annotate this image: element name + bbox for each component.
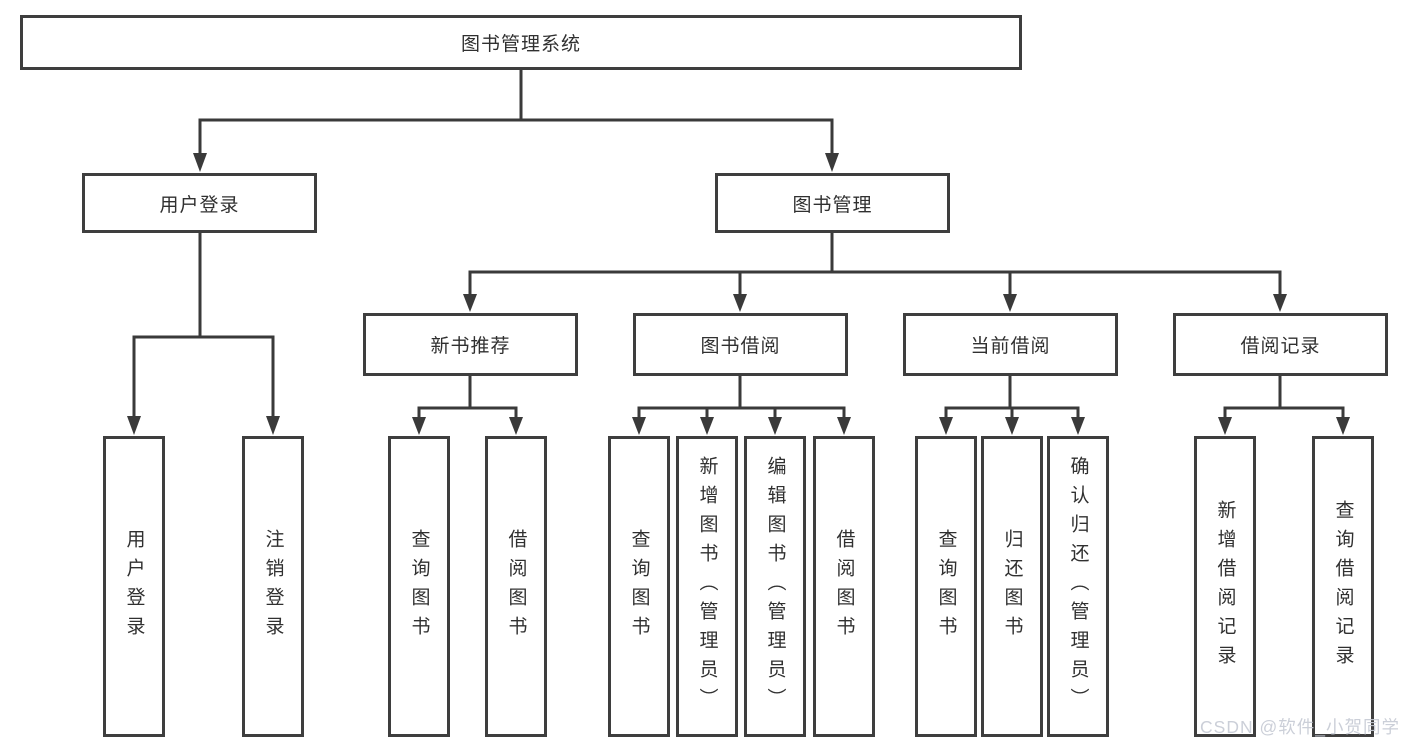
node-library-management-system: 图书管理系统 xyxy=(20,15,1022,70)
node-label: 借阅记录 xyxy=(1240,336,1321,357)
arrowhead-icon xyxy=(266,416,280,435)
leaf-label: 查询图书 xyxy=(935,528,957,645)
node-book-borrowing: 图书借阅 xyxy=(633,313,848,376)
arrowhead-icon xyxy=(127,416,141,435)
leaf-return-books: 归还图书 xyxy=(981,436,1043,737)
arrowhead-icon xyxy=(1003,294,1017,312)
leaf-label: 编辑图书（管理员） xyxy=(764,456,786,717)
arrowhead-icon xyxy=(1071,417,1085,435)
edges-new-book-recommend xyxy=(412,374,523,435)
node-label: 当前借阅 xyxy=(970,336,1051,357)
edges-current-borrowing xyxy=(939,374,1085,435)
edges-borrowing-records xyxy=(1218,374,1350,435)
leaf-label: 查询图书 xyxy=(408,528,430,645)
arrowhead-icon xyxy=(509,417,523,435)
leaf-borrow-books-borrowing: 借阅图书 xyxy=(813,436,875,737)
leaf-query-borrow-record: 查询借阅记录 xyxy=(1312,436,1374,737)
leaf-query-books-borrowing: 查询图书 xyxy=(608,436,670,737)
leaf-add-books-admin: 新增图书（管理员） xyxy=(676,436,738,737)
leaf-user-login: 用户登录 xyxy=(103,436,165,737)
arrowhead-icon xyxy=(700,417,714,435)
leaf-label: 注销登录 xyxy=(262,528,284,645)
leaf-edit-books-admin: 编辑图书（管理员） xyxy=(744,436,806,737)
leaf-label: 确认归还（管理员） xyxy=(1067,456,1089,717)
arrowhead-icon xyxy=(412,417,426,435)
arrowhead-icon xyxy=(825,153,839,172)
leaf-label: 新增借阅记录 xyxy=(1214,499,1236,674)
edges-book-borrowing xyxy=(632,374,851,435)
node-label: 图书借阅 xyxy=(700,336,781,357)
leaf-label: 借阅图书 xyxy=(833,528,855,645)
leaf-label: 新增图书（管理员） xyxy=(696,456,718,717)
arrowhead-icon xyxy=(463,294,477,312)
node-label: 图书管理 xyxy=(792,194,873,216)
arrowhead-icon xyxy=(1005,417,1019,435)
arrowhead-icon xyxy=(837,417,851,435)
arrowhead-icon xyxy=(193,153,207,172)
leaf-label: 查询借阅记录 xyxy=(1332,499,1354,674)
leaf-label: 借阅图书 xyxy=(505,528,527,645)
leaf-query-books-current: 查询图书 xyxy=(915,436,977,737)
node-current-borrowing: 当前借阅 xyxy=(903,313,1118,376)
leaf-label: 归还图书 xyxy=(1001,528,1023,645)
edges-user-login xyxy=(127,231,280,435)
leaf-confirm-return-admin: 确认归还（管理员） xyxy=(1047,436,1109,737)
edges-book-management xyxy=(463,231,1287,312)
leaf-label: 用户登录 xyxy=(123,528,145,645)
node-new-book-recommend: 新书推荐 xyxy=(363,313,578,376)
node-label: 图书管理系统 xyxy=(460,34,581,55)
leaf-borrow-books-recommend: 借阅图书 xyxy=(485,436,547,737)
edges-root xyxy=(193,68,839,172)
leaf-add-borrow-record: 新增借阅记录 xyxy=(1194,436,1256,737)
arrowhead-icon xyxy=(733,294,747,312)
leaf-logout: 注销登录 xyxy=(242,436,304,737)
arrowhead-icon xyxy=(1273,294,1287,312)
leaf-query-books-recommend: 查询图书 xyxy=(388,436,450,737)
node-borrowing-records: 借阅记录 xyxy=(1173,313,1388,376)
node-label: 新书推荐 xyxy=(430,336,511,357)
arrowhead-icon xyxy=(768,417,782,435)
arrowhead-icon xyxy=(632,417,646,435)
node-label: 用户登录 xyxy=(159,194,240,216)
arrowhead-icon xyxy=(1336,417,1350,435)
arrowhead-icon xyxy=(1218,417,1232,435)
node-book-management: 图书管理 xyxy=(715,173,950,233)
node-user-login-group: 用户登录 xyxy=(82,173,317,233)
leaf-label: 查询图书 xyxy=(628,528,650,645)
arrowhead-icon xyxy=(939,417,953,435)
watermark: CSDN @软件_小贺同学 xyxy=(1200,717,1400,737)
